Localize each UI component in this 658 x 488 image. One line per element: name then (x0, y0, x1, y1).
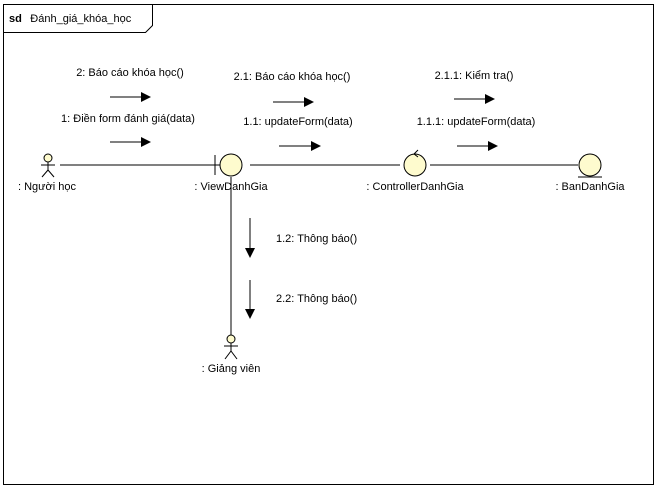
frame-title: sd Đánh_giá_khóa_học (9, 9, 132, 26)
message-label: 1: Điền form đánh giá(data) (61, 113, 195, 125)
message-1-2-thong-bao[interactable]: 1.2: Thông báo() (245, 218, 357, 258)
actor-nguoi-hoc[interactable]: : Người học (18, 153, 76, 193)
message-2-bao-cao[interactable]: 2: Báo cáo khóa học() (76, 67, 184, 102)
message-1-1-update-form[interactable]: 1.1: updateForm(data) (243, 116, 353, 151)
boundary-label: : ViewDanhGia (194, 181, 268, 193)
frame-name: Đánh_giá_khóa_học (30, 13, 131, 25)
entity-icon (578, 153, 602, 178)
frame-border (3, 4, 654, 485)
message-1-dien-form[interactable]: 1: Điền form đánh giá(data) (61, 113, 195, 147)
message-2-1-bao-cao[interactable]: 2.1: Báo cáo khóa học() (234, 71, 351, 107)
message-2-2-thong-bao[interactable]: 2.2: Thông báo() (245, 280, 357, 319)
boundary-view-danh-gia[interactable]: : ViewDanhGia (194, 153, 268, 193)
actor-giang-vien[interactable]: : Giảng viên (202, 334, 261, 375)
message-1-1-1-update-form[interactable]: 1.1.1: updateForm(data) (417, 116, 536, 151)
message-2-1-1-kiem-tra[interactable]: 2.1.1: Kiểm tra() (435, 70, 514, 104)
entity-ban-danh-gia[interactable]: : BanDanhGia (555, 153, 625, 193)
message-label: 1.1.1: updateForm(data) (417, 116, 536, 128)
message-label: 1.1: updateForm(data) (243, 116, 352, 128)
message-label: 2.1: Báo cáo khóa học() (234, 71, 351, 83)
control-label: : ControllerDanhGia (366, 181, 464, 193)
entity-label: : BanDanhGia (555, 181, 625, 193)
frame-keyword: sd (9, 13, 22, 25)
actor-label: : Giảng viên (202, 363, 261, 375)
actor-icon (41, 153, 55, 178)
control-icon (403, 149, 427, 177)
message-label: 2: Báo cáo khóa học() (76, 67, 184, 79)
message-label: 1.2: Thông báo() (276, 233, 357, 245)
actor-icon (224, 334, 238, 360)
actor-label: : Người học (18, 181, 76, 193)
boundary-icon (214, 153, 243, 177)
message-label: 2.1.1: Kiểm tra() (435, 70, 514, 82)
frame-title-tab (3, 4, 153, 33)
control-controller-danh-gia[interactable]: : ControllerDanhGia (366, 149, 464, 193)
message-label: 2.2: Thông báo() (276, 293, 357, 305)
